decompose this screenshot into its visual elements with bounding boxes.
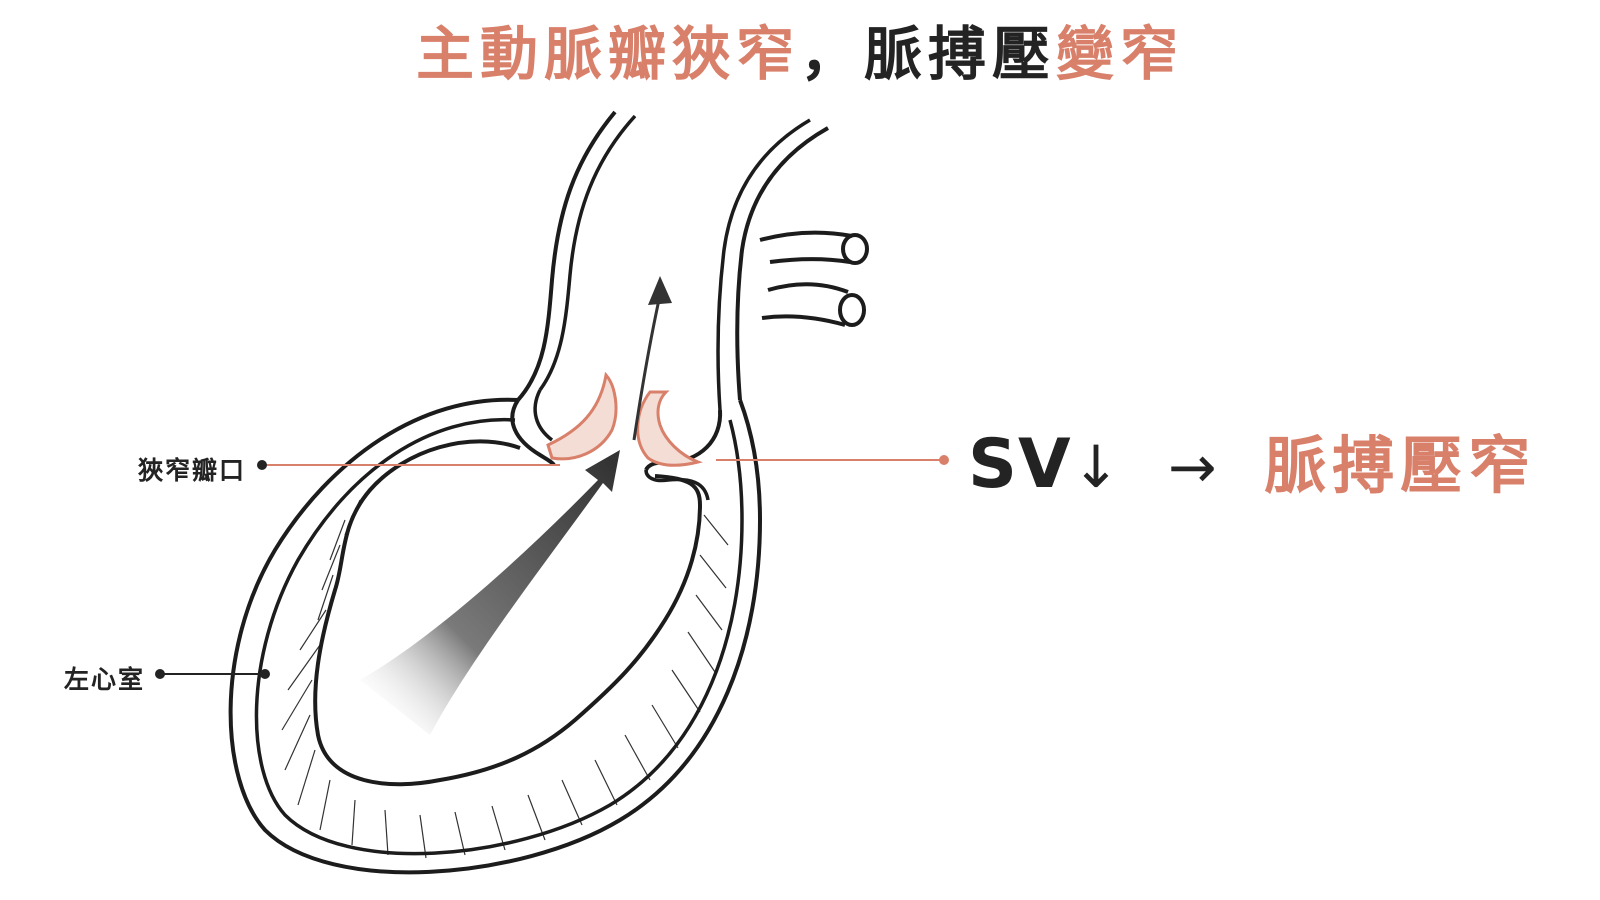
aorta-left-wall [516,110,617,402]
ventricle-leader-dot-right [260,669,270,679]
left-sinus [510,398,556,467]
right-arrow-icon: → [1167,433,1217,501]
branch-vessel-lower [761,282,849,327]
aortic-outflow-line [632,294,662,441]
ventricle-chamber-wall [313,439,703,787]
right-sinus-lower [644,469,710,501]
outer-heart-wall-inner-line [254,417,744,856]
left-valve-leaflet [546,371,618,461]
formula-leader-dot [939,455,949,465]
branch-vessel-upper-opening [841,233,869,265]
ventricle-leader-dot-left [155,669,165,679]
title-part-narrowing: 變窄 [1056,20,1185,88]
diagram-title: 主動脈瓣狹窄，脈搏壓變窄 [0,14,1600,94]
aortic-outflow-arrowhead [648,276,672,305]
stenotic-orifice-label: 狹窄瓣口 [138,456,247,485]
aorta-right-wall [735,126,829,401]
aorta-left-wall-inner [538,114,637,392]
sv-formula: SV↓ → 脈搏壓窄 [968,420,1536,512]
left-sinus-inner [533,389,554,442]
branch-vessel-upper [759,230,853,264]
valve-leader-dot [257,460,267,470]
outer-heart-wall [228,397,763,875]
title-part-stenosis: 主動脈瓣狹窄 [415,20,800,88]
myocardium-hatching [281,499,729,859]
aorta-right-wall-inner [716,118,811,411]
left-ventricle-label: 左心室 [64,665,146,694]
formula-sv: SV [968,425,1072,504]
right-valve-leaflet [636,390,703,467]
formula-result: 脈搏壓窄 [1264,429,1537,502]
down-arrow-icon: ↓ [1071,433,1121,501]
title-part-pulse-pressure: ，脈搏壓 [799,20,1056,88]
branch-vessel-lower-opening [838,293,866,327]
ventricular-ejection-arrow [360,450,620,735]
